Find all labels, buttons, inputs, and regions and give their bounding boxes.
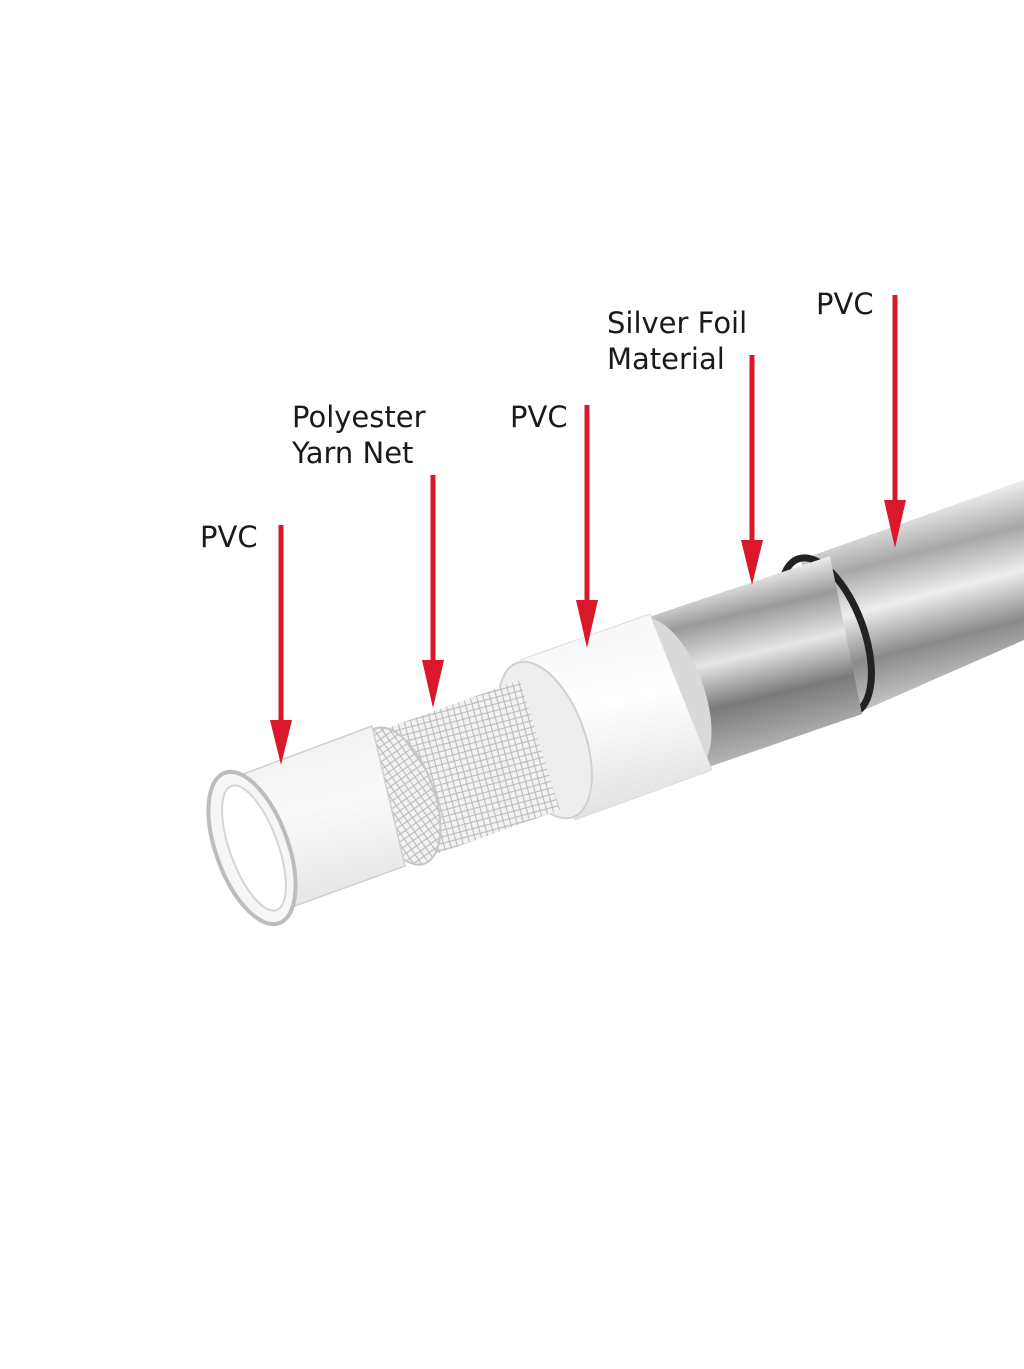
arrow-pvc-middle [576, 405, 598, 648]
arrow-silver-foil [741, 355, 763, 585]
arrow-yarn-net [422, 475, 444, 708]
arrow-pvc-inner [270, 525, 292, 765]
label-line: Silver Foil [607, 306, 748, 340]
arrows [270, 295, 906, 765]
label-line: Polyester [292, 400, 426, 434]
label-line: Yarn Net [292, 436, 414, 470]
label-silver-foil-material: Silver Foil Material [607, 305, 747, 377]
label-line: PVC [816, 287, 874, 321]
label-line: PVC [510, 400, 568, 434]
label-line: PVC [200, 520, 258, 554]
inner-pvc-segment [206, 724, 406, 927]
arrow-pvc-outer [884, 295, 906, 548]
label-pvc-middle: PVC [510, 399, 568, 435]
label-line: Material [607, 342, 725, 376]
label-polyester-yarn-net: Polyester Yarn Net [292, 399, 426, 471]
label-pvc-inner: PVC [200, 519, 258, 555]
label-pvc-outer: PVC [816, 286, 874, 322]
